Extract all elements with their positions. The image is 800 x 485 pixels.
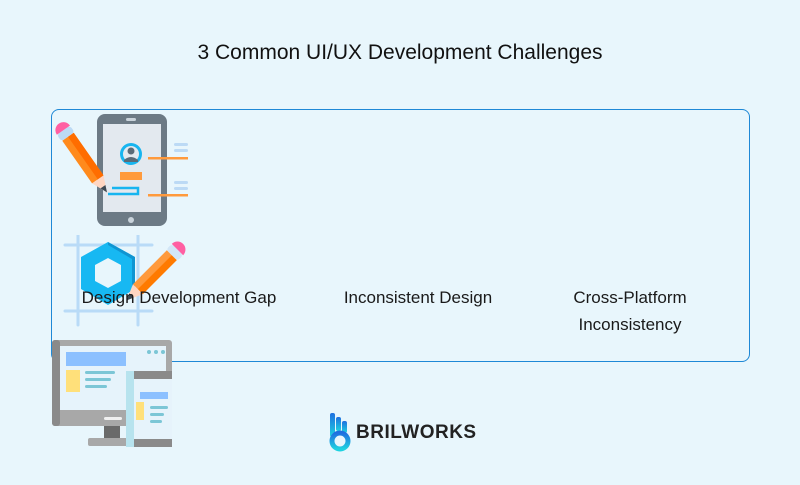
challenge-cross-platform-inconsistency: Cross-Platform Inconsistency: [52, 288, 749, 455]
challenge-label: Cross-Platform Inconsistency: [573, 288, 687, 334]
brand-name: BRILWORKS: [356, 422, 477, 443]
monitor-tablet-icon: [52, 340, 172, 447]
brilworks-logo-icon: [329, 413, 351, 452]
page-title: 3 Common UI/UX Development Challenges: [197, 41, 603, 64]
challenge-label: Design Development Gap: [81, 288, 277, 307]
challenge-design-development-gap: Design Development Gap: [52, 110, 749, 307]
hexagon-pencil-icon: [63, 233, 186, 327]
challenges-card: Design Development Gap Inconsistent D: [51, 109, 750, 447]
challenge-label: Inconsistent Design: [343, 288, 493, 307]
brilworks-logo: BRILWORKS: [328, 411, 478, 453]
phone-pencil-icon: [55, 114, 188, 226]
challenge-inconsistent-design: Inconsistent Design: [52, 233, 749, 340]
